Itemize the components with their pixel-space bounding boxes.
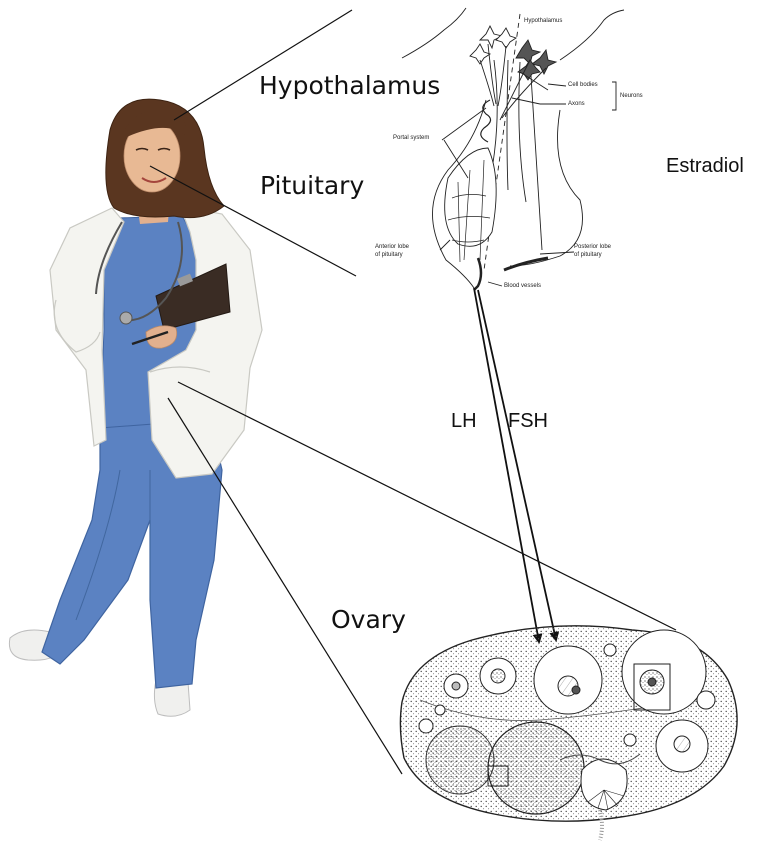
fig-portal-system-label: Portal system bbox=[393, 135, 429, 141]
fig-neurons-label: Neurons bbox=[620, 93, 643, 99]
estradiol-label: Estradiol bbox=[666, 155, 744, 178]
corpus-luteum bbox=[488, 722, 584, 814]
fig-anterior-lobe-label: Anterior lobe bbox=[375, 244, 409, 250]
fsh-arrow bbox=[478, 290, 556, 640]
connector-hypothalamus bbox=[174, 10, 352, 120]
hypothalamus-label: Hypothalamus bbox=[259, 71, 440, 100]
ovary-diagram bbox=[400, 626, 737, 840]
pituitary-label: Pituitary bbox=[260, 171, 364, 200]
lh-arrow bbox=[474, 288, 539, 642]
fig-blood-vessels-label: Blood vessels bbox=[504, 283, 541, 289]
fig-posterior-lobe-label: Posterior lobe bbox=[574, 244, 611, 250]
hormone-arrows bbox=[474, 288, 556, 642]
ovary-label: Ovary bbox=[331, 605, 406, 634]
fig-posterior-lobe-label-2: of pituitary bbox=[574, 252, 602, 258]
fsh-label: FSH bbox=[508, 410, 548, 433]
fig-cell-bodies-label: Cell bodies bbox=[568, 82, 598, 88]
fig-anterior-lobe-label-2: of pituitary bbox=[375, 252, 403, 258]
fig-axons-label: Axons bbox=[568, 101, 585, 107]
lh-label: LH bbox=[451, 410, 477, 433]
connector-ovary-upper bbox=[178, 382, 676, 630]
doctor-figure bbox=[9, 99, 262, 716]
fig-hypothalamus-label: Hypothalamus bbox=[524, 18, 562, 24]
